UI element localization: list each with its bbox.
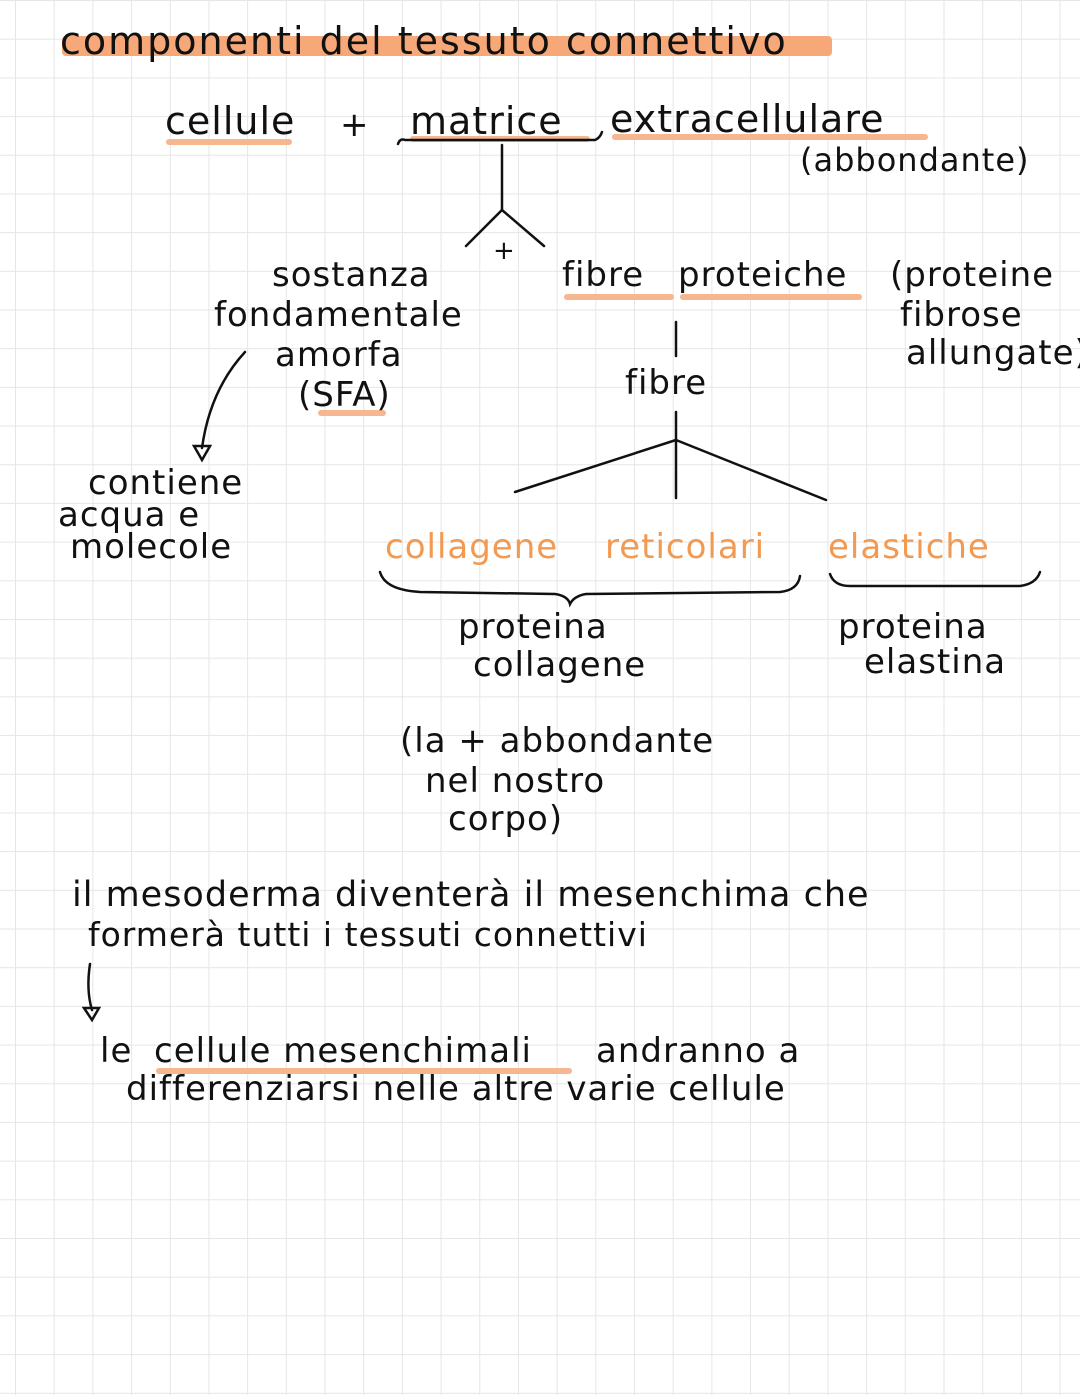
abbondante-note-l3: corpo) xyxy=(448,799,564,839)
title-highlight xyxy=(62,36,832,56)
brace-matrice xyxy=(396,130,604,146)
sfa-line3: amorfa xyxy=(275,335,403,375)
cellule-label: cellule xyxy=(165,99,296,143)
mesoderma-line1: il mesoderma diventerà il mesenchima che xyxy=(72,875,870,915)
sfa-line4: (SFA) xyxy=(298,375,391,415)
abbondante-note-l1: (la + abbondante xyxy=(400,721,715,761)
sfa-line2: fondamentale xyxy=(214,295,463,335)
arrow-to-contiene xyxy=(200,350,247,450)
brace-collagene xyxy=(378,570,802,608)
proteina-elastina-l2: elastina xyxy=(864,642,1007,682)
abbondante-note-l2: nel nostro xyxy=(425,761,606,801)
branch-fibre-left xyxy=(513,438,678,494)
elastiche-type: elastiche xyxy=(828,527,990,567)
branch-fork xyxy=(464,208,546,248)
underline xyxy=(166,139,292,145)
reticolari-type: reticolari xyxy=(605,527,766,567)
arrow-down xyxy=(87,962,94,1012)
underline xyxy=(318,410,386,416)
contiene-line3: molecole xyxy=(70,527,233,567)
abbondante-note: (abbondante) xyxy=(800,141,1030,179)
proteina-elastina-l1: proteina xyxy=(838,607,988,647)
proteina-collagene-l1: proteina xyxy=(458,607,608,647)
branch-fibre-right xyxy=(674,438,828,502)
contiene-line2: acqua e xyxy=(58,495,201,535)
collagene-type: collagene xyxy=(385,527,559,567)
differenziarsi-line: differenziarsi nelle altre varie cellule xyxy=(126,1069,786,1109)
arrow-head-icon xyxy=(81,1006,102,1023)
plus-sign: + xyxy=(340,105,370,145)
cellule-mesenchimali: cellule mesenchimali xyxy=(154,1031,532,1071)
proteina-collagene-l2: collagene xyxy=(473,645,647,685)
arrow-head-icon xyxy=(191,444,213,463)
proteine-note3: allungate) xyxy=(906,333,1080,373)
matrice-label: matrice xyxy=(410,99,563,143)
underline xyxy=(612,134,928,140)
underline xyxy=(156,1068,572,1074)
mesoderma-line2: formerà tutti i tessuti connettivi xyxy=(88,915,648,954)
fibre-node: fibre xyxy=(625,363,708,403)
underline xyxy=(564,294,674,300)
brace-elastiche xyxy=(828,570,1042,588)
andranno-label: andranno a xyxy=(596,1031,801,1071)
proteiche-label: proteiche xyxy=(678,255,848,295)
contiene-line1: contiene xyxy=(88,463,244,503)
extracellulare-label: extracellulare xyxy=(610,97,885,141)
underline xyxy=(680,294,862,300)
page-title: componenti del tessuto connettivo xyxy=(60,19,788,63)
proteine-note1: (proteine xyxy=(890,255,1055,295)
branch-plus: + xyxy=(493,236,516,266)
fibre-label: fibre xyxy=(562,255,645,295)
sfa-line1: sostanza xyxy=(272,255,431,295)
le-label: le xyxy=(100,1031,133,1071)
proteine-note2: fibrose xyxy=(900,295,1023,335)
